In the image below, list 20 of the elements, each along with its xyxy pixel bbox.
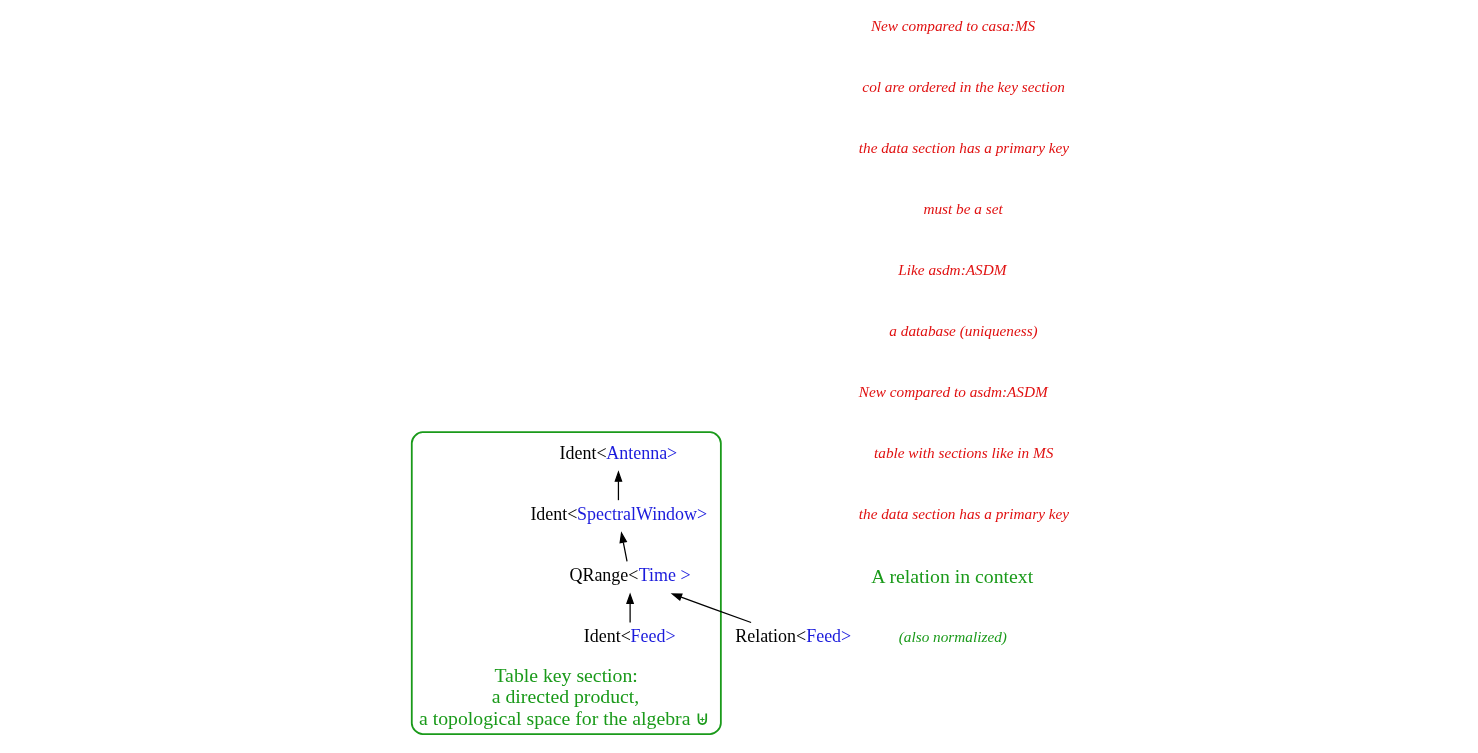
arrow xyxy=(625,592,634,623)
label: a database (uniqueness) xyxy=(888,322,1038,340)
label: must be a set xyxy=(922,199,1003,217)
arrow xyxy=(670,593,752,624)
label: the data section has a primary key xyxy=(858,138,1069,156)
node-text: Ident<SpectralWindow> xyxy=(529,504,707,525)
arrow xyxy=(618,531,628,562)
label: New compared to asdm:ASDM xyxy=(858,383,1048,401)
label: the data section has a primary key xyxy=(858,505,1069,523)
arrow xyxy=(613,470,622,501)
node-text: QRange<Time > xyxy=(568,565,691,586)
node-text: Ident<Antenna> xyxy=(559,443,677,464)
node-text: Relation<Feed> xyxy=(734,626,851,647)
node-text: Ident<Feed> xyxy=(583,626,676,647)
label: Like asdm:ASDM xyxy=(897,261,1006,279)
label: col are ordered in the key section xyxy=(861,77,1065,95)
label: New compared to casa:MS xyxy=(870,16,1035,34)
label: A relation in context xyxy=(870,564,1033,587)
label: (also normalized) xyxy=(898,627,1007,645)
label: table with sections like in MS xyxy=(873,444,1053,462)
